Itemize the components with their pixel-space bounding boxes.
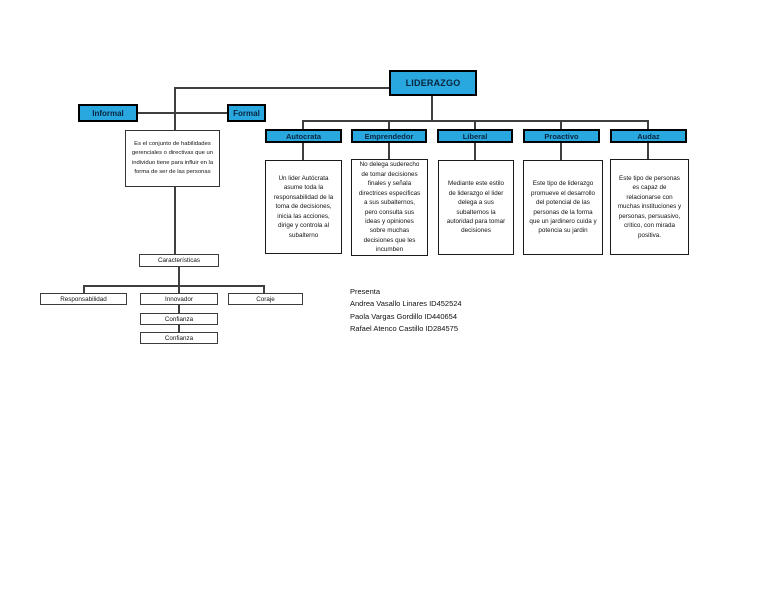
node-caracteristicas: Características bbox=[139, 254, 219, 267]
connector-liberal-desc bbox=[474, 143, 476, 160]
connector-drop-coraje bbox=[263, 285, 265, 293]
connector-drop-emprendedor bbox=[388, 120, 390, 129]
credits-block: Presenta Andrea Vasallo Linares ID452524… bbox=[350, 286, 462, 336]
node-autocrata-description: Un lider Autócrata asume toda la respons… bbox=[265, 160, 342, 254]
connector-traits-bus bbox=[83, 285, 265, 287]
node-confianza-2: Confianza bbox=[140, 332, 218, 344]
connector-emprendedor-desc bbox=[388, 143, 390, 160]
connector-caracteristicas-down bbox=[178, 267, 180, 286]
node-coraje: Coraje bbox=[228, 293, 303, 305]
node-emprendedor: Emprendedor bbox=[351, 129, 427, 143]
node-confianza-1: Confianza bbox=[140, 313, 218, 325]
node-formal: Formal bbox=[227, 104, 266, 122]
node-liberal: Liberal bbox=[437, 129, 513, 143]
connector-drop-responsabilidad bbox=[83, 285, 85, 293]
node-informal: Informal bbox=[78, 104, 138, 122]
connector-innovador-confianza bbox=[178, 305, 180, 313]
node-responsabilidad: Responsabilidad bbox=[40, 293, 127, 305]
node-liberal-description: Mediante este estilo de liderazgo el lid… bbox=[438, 160, 514, 255]
credits-author: Andrea Vasallo Linares ID452524 bbox=[350, 299, 462, 309]
node-proactivo: Proactivo bbox=[523, 129, 600, 143]
node-autocrata: Autocrata bbox=[265, 129, 342, 143]
connector-drop-autocrata bbox=[302, 120, 304, 129]
connector-autocrata-desc bbox=[302, 143, 304, 160]
node-innovador: Innovador bbox=[140, 293, 218, 305]
credits-author: Rafael Atenco Castillo ID284575 bbox=[350, 324, 458, 334]
connector-drop-liberal bbox=[474, 120, 476, 129]
credits-author: Paola Vargas Gordillo ID440654 bbox=[350, 311, 458, 321]
node-liderazgo: LIDERAZGO bbox=[389, 70, 477, 96]
node-definition: Es el conjunto de habilidades gerenciale… bbox=[125, 130, 220, 187]
connector-confianza-confianza bbox=[178, 325, 180, 332]
connector-audaz-desc bbox=[647, 143, 649, 160]
connector-drop-audaz bbox=[647, 120, 649, 129]
connector-drop-innovador bbox=[178, 285, 180, 293]
connector-proactivo-desc bbox=[560, 143, 562, 160]
connector-root-down bbox=[431, 96, 433, 122]
connector-root-to-left-branch bbox=[175, 87, 391, 89]
credits-heading: Presenta bbox=[350, 287, 381, 296]
connector-left-branch-down bbox=[174, 87, 176, 130]
connector-definition-caracteristicas bbox=[174, 187, 176, 254]
node-audaz: Audaz bbox=[610, 129, 687, 143]
node-proactivo-description: Este tipo de liderazgo promueve el desar… bbox=[523, 160, 603, 255]
node-emprendedor-description: No delega suderecho de tomar decisiones … bbox=[351, 159, 428, 256]
node-audaz-description: Este tipo de personas es capaz de relaci… bbox=[610, 159, 689, 255]
connector-drop-proactivo bbox=[560, 120, 562, 129]
connector-informal-formal bbox=[138, 112, 227, 114]
